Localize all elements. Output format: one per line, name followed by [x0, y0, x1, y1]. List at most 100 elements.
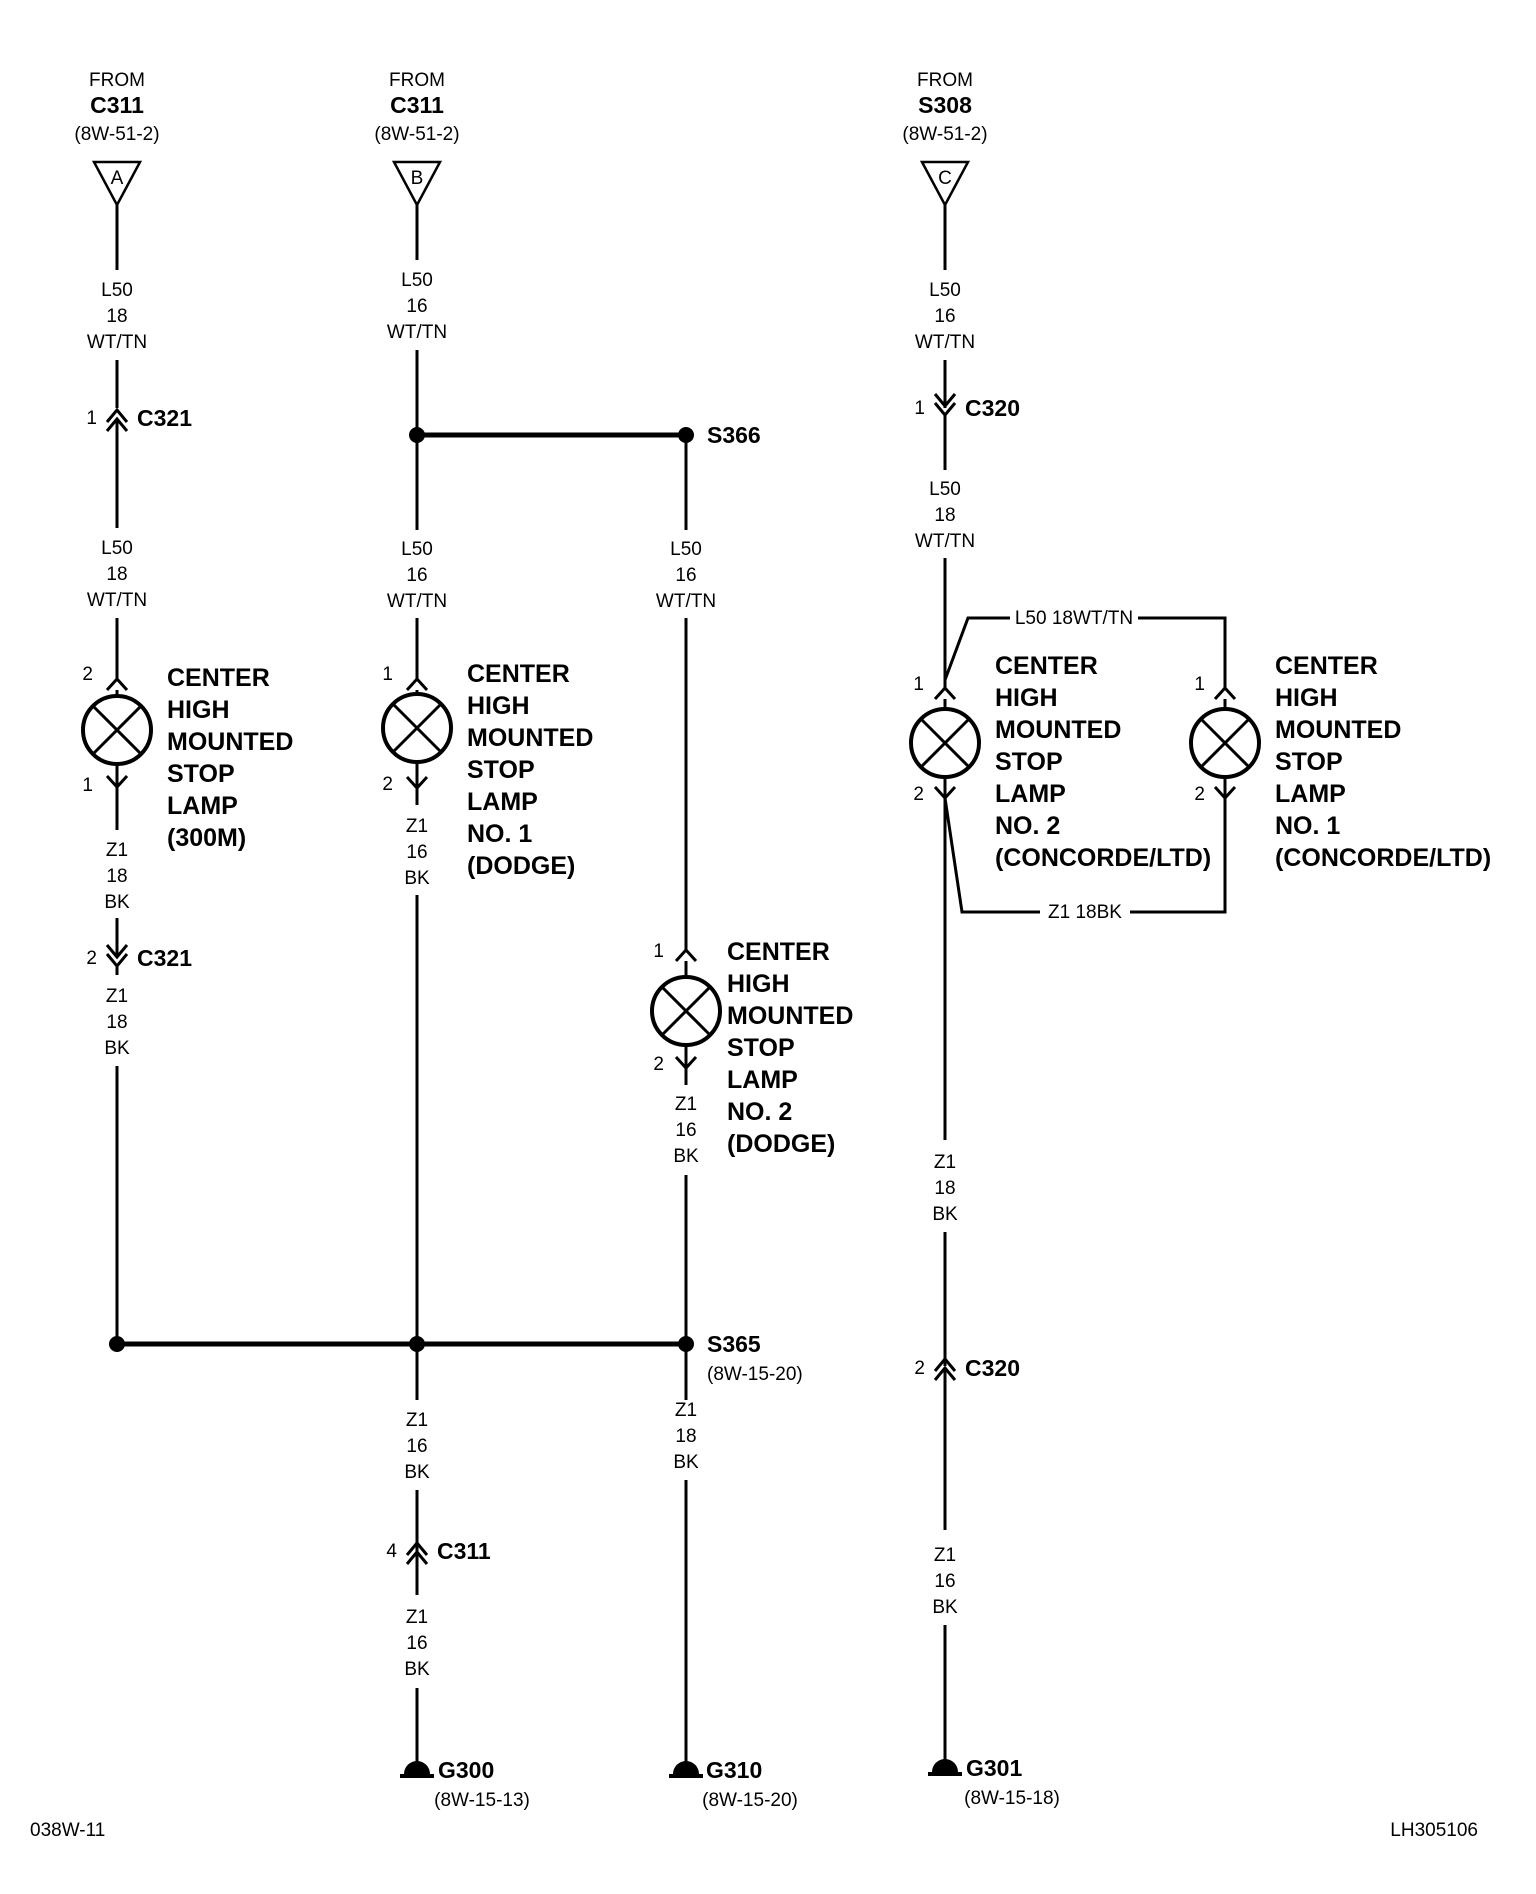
svg-text:HIGH: HIGH: [727, 970, 790, 998]
svg-text:L50: L50: [101, 280, 133, 301]
connector-c321-pin1: 1 C321: [86, 405, 192, 432]
from-label: FROM: [89, 70, 145, 91]
svg-text:MOUNTED: MOUNTED: [167, 728, 293, 756]
lamp-concorde-no1: 1 2 CENTER HIGH MOUNTED STOP LAMP NO. 1 …: [1189, 652, 1491, 872]
connector-c321-pin2: 2 C321: [86, 944, 192, 971]
svg-text:1: 1: [913, 674, 924, 695]
wire-label: L50 18 WT/TN: [87, 538, 147, 611]
svg-text:16: 16: [934, 306, 955, 327]
footer-left-code: 038W-11: [30, 1820, 105, 1841]
svg-text:WT/TN: WT/TN: [915, 531, 975, 552]
svg-text:C320: C320: [965, 1355, 1020, 1381]
svg-text:BK: BK: [932, 1597, 958, 1618]
splice-dot: [409, 427, 425, 443]
svg-text:2: 2: [913, 784, 924, 805]
wire-label: L50 16 WT/TN: [387, 539, 447, 612]
svg-text:BK: BK: [404, 868, 430, 889]
svg-text:Z1: Z1: [934, 1152, 956, 1173]
svg-text:L50: L50: [670, 539, 702, 560]
wire-label: Z1 16 BK: [932, 1545, 958, 1618]
ground-symbol-icon: [932, 1759, 958, 1772]
svg-text:2: 2: [382, 774, 393, 795]
svg-text:1: 1: [653, 941, 664, 962]
svg-text:Z1: Z1: [675, 1094, 697, 1115]
svg-text:NO. 1: NO. 1: [1275, 812, 1340, 840]
pin-chevron-icon: [674, 947, 698, 963]
svg-text:L50: L50: [929, 479, 961, 500]
svg-text:C321: C321: [137, 405, 192, 431]
svg-text:C320: C320: [965, 395, 1020, 421]
svg-text:MOUNTED: MOUNTED: [1275, 716, 1401, 744]
svg-text:1: 1: [1194, 674, 1205, 695]
wire-label: Z1 16 BK: [404, 1410, 430, 1483]
bridge-label-top: L50 18WT/TN: [1015, 608, 1133, 629]
source-letter: C: [938, 168, 952, 189]
lamp-300m: 2 1 CENTER HIGH MOUNTED STOP LAMP (300M): [81, 664, 293, 852]
svg-text:L50: L50: [929, 280, 961, 301]
ground-g310: G310 (8W-15-20): [669, 1757, 798, 1811]
svg-text:18: 18: [934, 505, 955, 526]
svg-text:16: 16: [675, 565, 696, 586]
svg-text:18: 18: [106, 1012, 127, 1033]
pin-chevron-icon: [1213, 685, 1237, 701]
svg-text:4: 4: [386, 1541, 397, 1562]
source-triangle-icon: [919, 160, 971, 208]
svg-text:2: 2: [914, 1358, 925, 1379]
svg-text:BK: BK: [932, 1204, 958, 1225]
splice-dot: [109, 1336, 125, 1352]
svg-text:1: 1: [914, 398, 925, 419]
svg-text:CENTER: CENTER: [167, 664, 270, 692]
footer-right-code: LH305106: [1390, 1820, 1478, 1841]
wire-label: L50 16 WT/TN: [387, 270, 447, 343]
lamp-dodge-no2: 1 2 CENTER HIGH MOUNTED STOP LAMP NO. 2 …: [650, 938, 853, 1158]
source-b: FROM C311 (8W-51-2) B: [374, 70, 460, 208]
connector-chevron-icon: [933, 1356, 957, 1372]
svg-text:18: 18: [106, 306, 127, 327]
svg-text:STOP: STOP: [995, 748, 1063, 776]
svg-text:STOP: STOP: [727, 1034, 795, 1062]
svg-text:1: 1: [86, 408, 97, 429]
svg-text:16: 16: [406, 296, 427, 317]
svg-text:BK: BK: [104, 892, 130, 913]
svg-text:L50: L50: [401, 539, 433, 560]
svg-text:18: 18: [675, 1426, 696, 1447]
svg-text:MOUNTED: MOUNTED: [727, 1002, 853, 1030]
wire-label: Z1 18 BK: [104, 840, 130, 913]
svg-text:BK: BK: [673, 1146, 699, 1167]
splice-label-s365: S365: [707, 1331, 761, 1357]
svg-text:CENTER: CENTER: [995, 652, 1098, 680]
svg-text:G301: G301: [966, 1755, 1022, 1781]
wire-label: Z1 16 BK: [673, 1094, 699, 1167]
from-label: FROM: [389, 70, 445, 91]
svg-text:STOP: STOP: [1275, 748, 1343, 776]
svg-text:HIGH: HIGH: [167, 696, 230, 724]
svg-text:(8W-15-13): (8W-15-13): [434, 1790, 530, 1811]
ground-g301: G301 (8W-15-18): [928, 1755, 1060, 1809]
svg-text:(8W-15-20): (8W-15-20): [702, 1790, 798, 1811]
svg-text:Z1: Z1: [934, 1545, 956, 1566]
source-letter: B: [411, 168, 424, 189]
svg-text:L50: L50: [101, 538, 133, 559]
svg-text:HIGH: HIGH: [1275, 684, 1338, 712]
svg-text:Z1: Z1: [675, 1400, 697, 1421]
svg-text:2: 2: [82, 664, 93, 685]
svg-text:BK: BK: [404, 1659, 430, 1680]
connector-chevron-icon: [105, 944, 129, 960]
svg-text:16: 16: [406, 842, 427, 863]
connector-c320-pin2: 2 C320: [914, 1355, 1020, 1381]
connector-chevron-icon: [933, 393, 957, 409]
wire-label: Z1 16 BK: [404, 1607, 430, 1680]
svg-text:CENTER: CENTER: [1275, 652, 1378, 680]
svg-text:LAMP: LAMP: [467, 788, 538, 816]
svg-text:WT/TN: WT/TN: [387, 322, 447, 343]
svg-text:NO. 1: NO. 1: [467, 820, 532, 848]
wire-label: Z1 18 BK: [673, 1400, 699, 1473]
svg-text:Z1: Z1: [106, 840, 128, 861]
svg-text:MOUNTED: MOUNTED: [467, 724, 593, 752]
splice-dot-s365: [678, 1336, 694, 1352]
svg-text:Z1: Z1: [406, 1607, 428, 1628]
svg-text:LAMP: LAMP: [167, 792, 238, 820]
connector-chevron-icon: [105, 407, 129, 423]
wire-label: L50 16 WT/TN: [656, 539, 716, 612]
